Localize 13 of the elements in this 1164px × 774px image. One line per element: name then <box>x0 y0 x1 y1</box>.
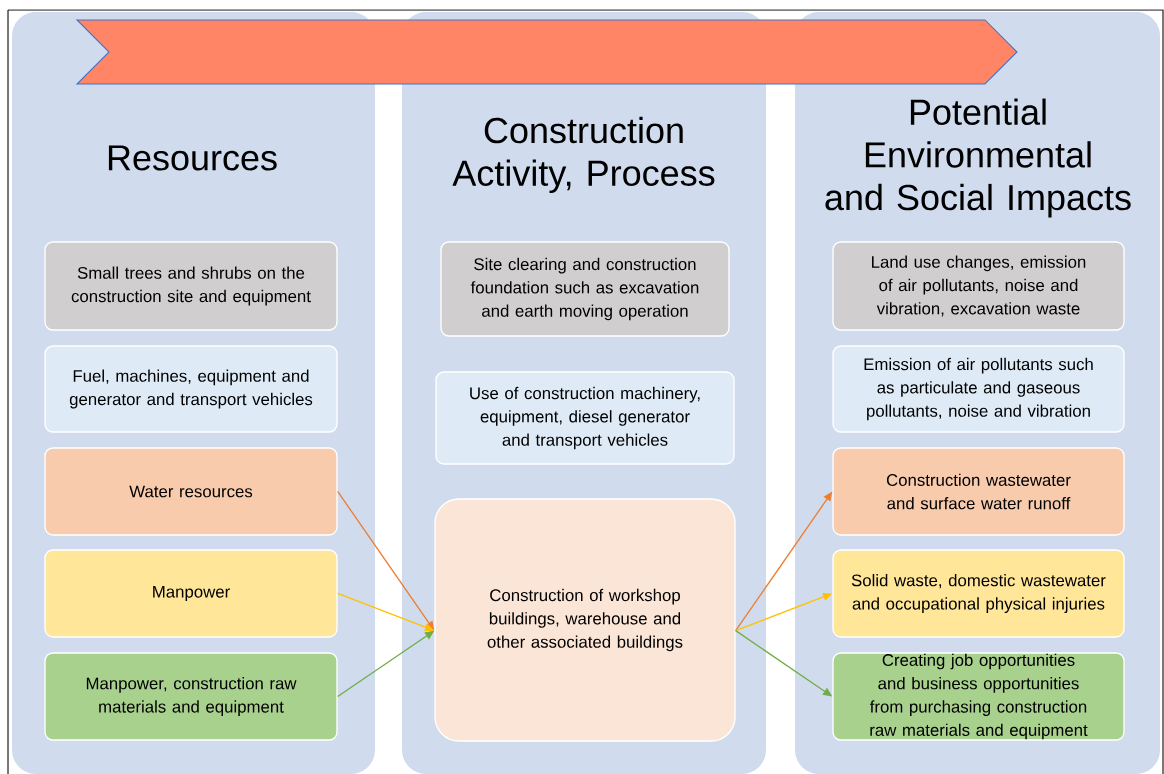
text-box: Fuel, machines, equipment and generator and transport vehicles <box>44 345 338 433</box>
text-box: Small trees and shrubs on the construction site and equipment <box>44 241 338 331</box>
text-box: Land use changes, emission of air pollutants, noise and vibration, excavation waste <box>832 241 1125 331</box>
text-box: Construction of workshop buildings, warehouse and other associated buildings <box>434 498 736 742</box>
text-box: Creating job opportunities and business opportunities from purchasing construction raw materials and equipment <box>832 652 1125 741</box>
text-box: Manpower <box>44 549 338 638</box>
text-box: Construction wastewater and surface water runoff <box>832 447 1125 536</box>
text-box: Use of construction machinery, equipment, diesel generator and transport vehicles <box>435 371 735 465</box>
text-box: Emission of air pollutants such as particulate and gaseous pollutants, noise and vibration <box>832 345 1125 433</box>
text-box: Site clearing and construction foundation such as excavation and earth moving operation <box>440 241 730 337</box>
text-box: Manpower, construction raw materials and equipment <box>44 652 338 741</box>
text-box: Solid waste, domestic wastewater and occupational physical injuries <box>832 549 1125 638</box>
text-box: Water resources <box>44 447 338 536</box>
